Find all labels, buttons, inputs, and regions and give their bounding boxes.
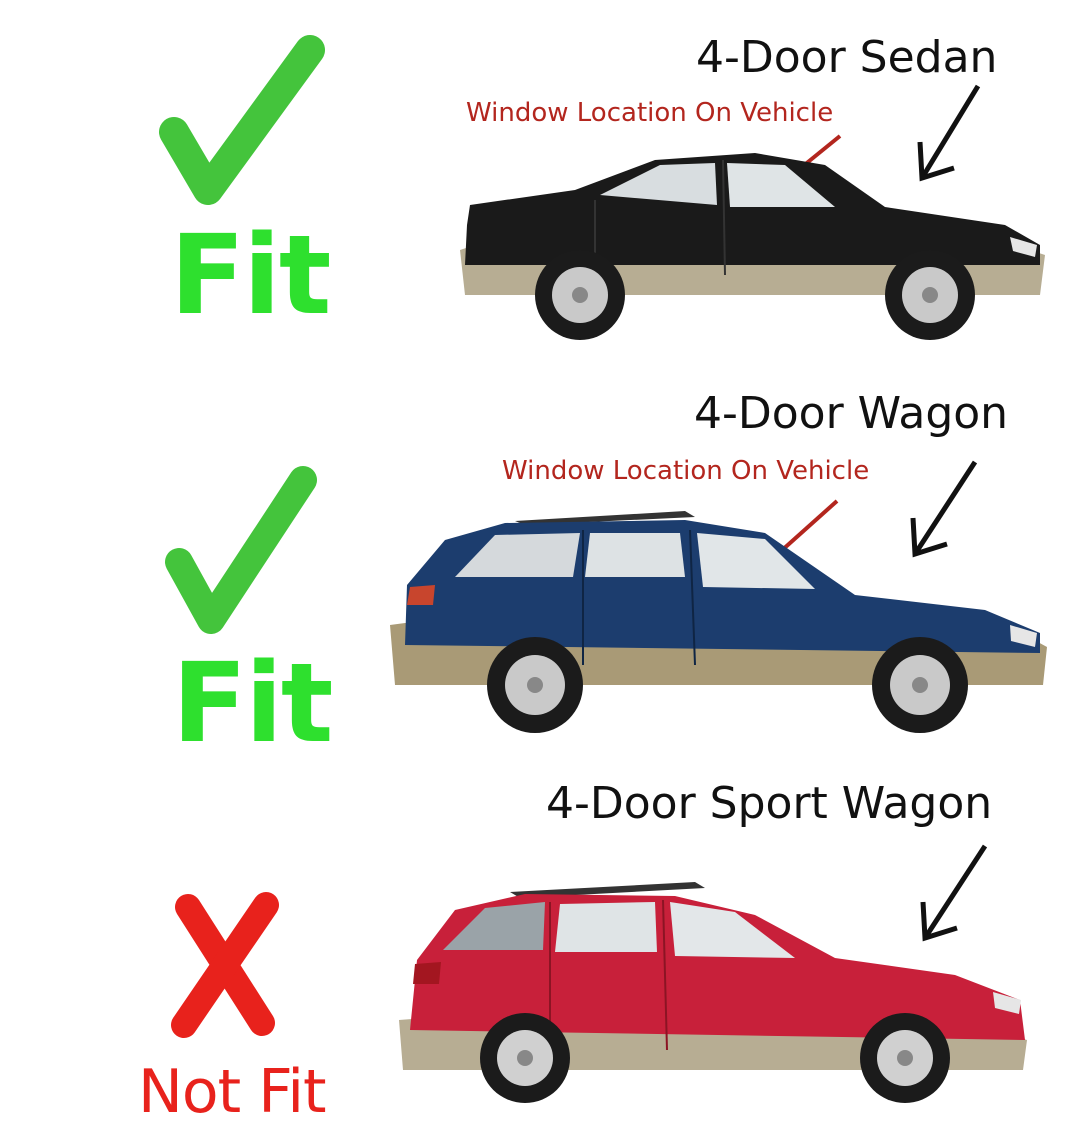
window-location-note: Window Location On Vehicle — [466, 98, 834, 128]
pointer-arrow — [910, 460, 978, 558]
fit-status-label: Fit — [170, 211, 331, 339]
vehicle-type-label: 4-Door Sport Wagon — [546, 778, 993, 829]
row-sedan: Fit 4-Door Sedan Window Location On Vehi… — [0, 0, 1072, 370]
vehicle-type-label: 4-Door Wagon — [694, 388, 1009, 439]
cross-icon — [171, 892, 279, 1038]
window-location-note: Window Location On Vehicle — [502, 456, 870, 486]
row-sport-wagon: Not Fit 4-Door Sport Wagon — [0, 770, 1072, 1128]
check-icon — [159, 35, 325, 205]
vehicle-type-label: 4-Door Sedan — [696, 32, 998, 83]
fit-status-label: Fit — [172, 639, 333, 767]
not-fit-status-label: Not Fit — [138, 1057, 327, 1127]
pointer-arrow — [917, 84, 981, 182]
check-icon — [165, 466, 317, 634]
pointer-arrow — [920, 844, 988, 942]
row-wagon: Fit 4-Door Wagon Window Location On Vehi… — [0, 370, 1072, 770]
sedan-car-image — [460, 153, 1045, 340]
sport-wagon-car-image — [399, 882, 1027, 1103]
wagon-car-image — [390, 511, 1047, 733]
